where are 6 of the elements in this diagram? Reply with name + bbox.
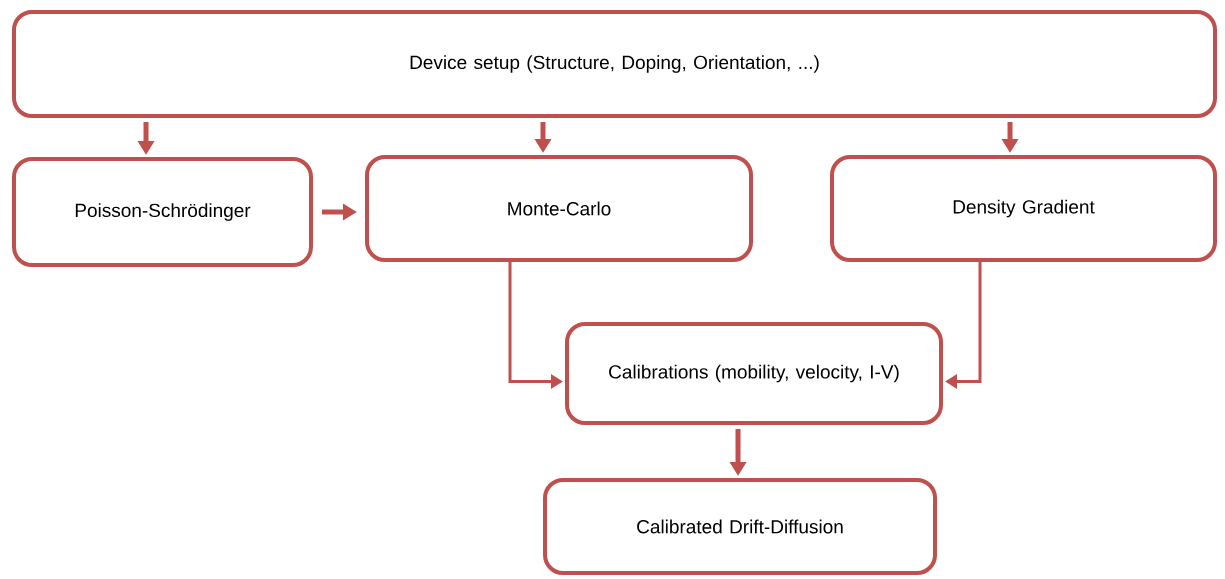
process-box: Calibrations (mobility, velocity, I-V) [565, 322, 943, 425]
process-box: Density Gradient [830, 155, 1217, 262]
process-box: Calibrated Drift-Diffusion [543, 478, 937, 575]
process-box: Poisson-Schrödinger [12, 157, 313, 267]
process-box: Monte-Carlo [365, 155, 753, 262]
process-box: Device setup (Structure, Doping, Orientation, ...) [12, 10, 1217, 118]
